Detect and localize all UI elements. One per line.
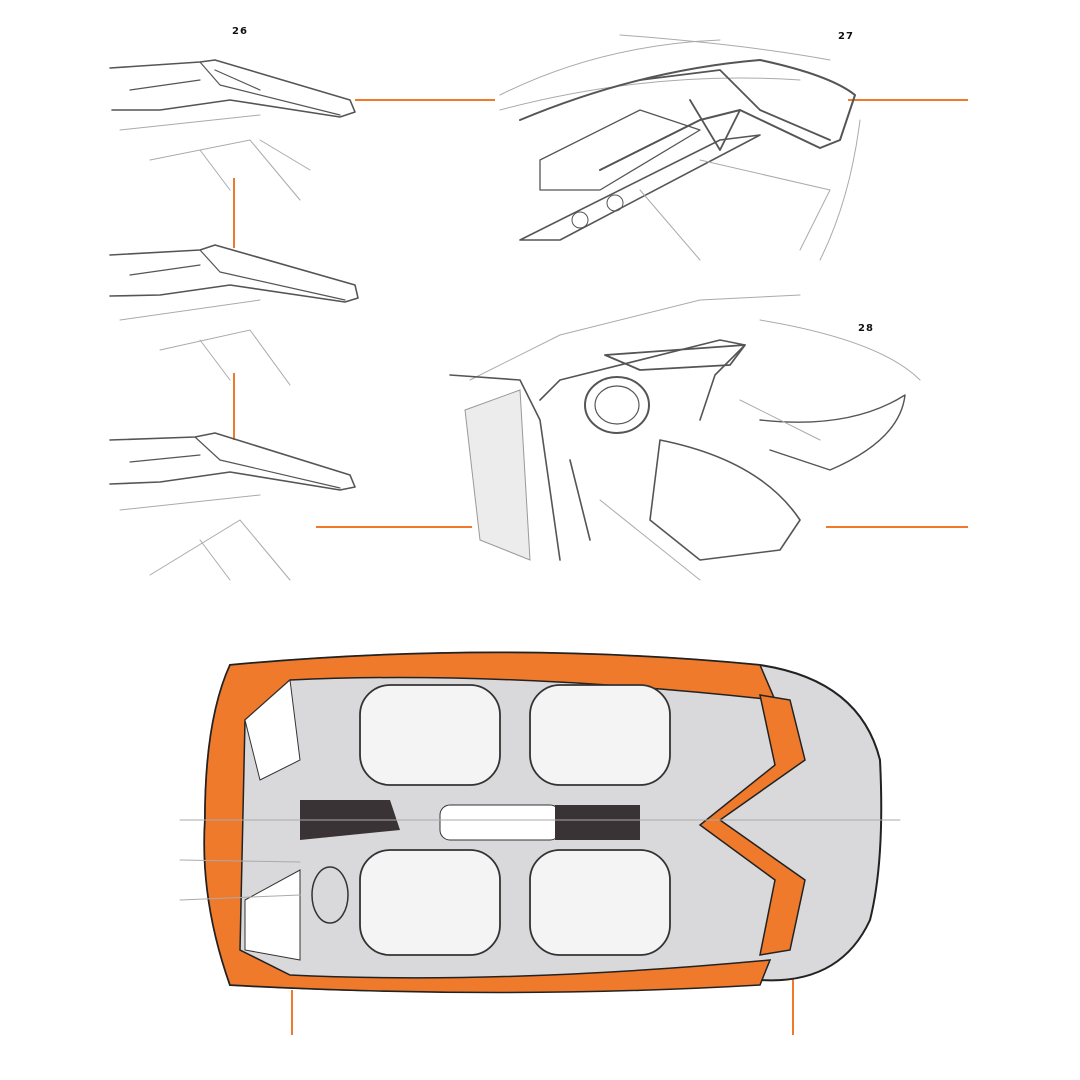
sketch-number-26: 26	[232, 26, 248, 37]
dashboard-sketch-26c	[109, 432, 356, 581]
interior-sketch-28	[449, 294, 921, 581]
dashboard-sketch-26b	[109, 244, 359, 386]
interior-sketch-27	[499, 34, 861, 261]
dashboard-sketch-26a	[109, 59, 356, 201]
sketch-number-28: 28	[858, 323, 874, 334]
top-view-sketch	[179, 651, 901, 994]
sketch-number-27: 27	[838, 31, 854, 42]
connector-lines	[233, 99, 968, 1035]
